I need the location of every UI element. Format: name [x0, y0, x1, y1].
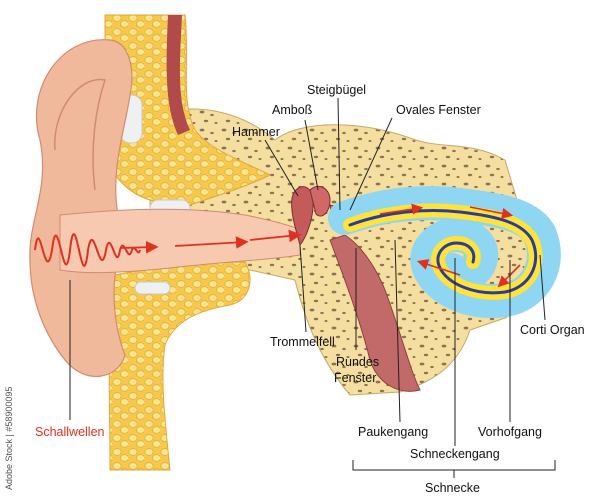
side-id-text: Adobe Stock | #58900095 — [4, 387, 14, 490]
leader-paukengang — [394, 239, 401, 423]
sound-arrow-2 — [174, 236, 249, 249]
leader-ovales-fenster — [349, 117, 393, 211]
label-schnecke: Schnecke — [425, 481, 480, 495]
label-ovales-fenster: Ovales Fenster — [396, 103, 481, 117]
cochlea-arrow-2 — [469, 206, 514, 219]
schnecke-bracket — [352, 460, 556, 471]
fat-lower — [108, 261, 251, 471]
auricle-fold — [54, 78, 106, 191]
label-vorhofgang: Vorhofgang — [478, 425, 542, 439]
cochlea-arrow-1 — [379, 203, 424, 215]
label-corti-organ: Corti Organ — [520, 323, 585, 337]
label-trommelfell: Trommelfell — [270, 335, 335, 349]
label-rundes: Rundes — [336, 355, 379, 369]
sound-arrow-3 — [249, 229, 302, 243]
auricle — [29, 39, 133, 377]
label-schneckengang: Schneckengang — [410, 447, 500, 461]
vessel — [166, 15, 190, 135]
label-steigbuegel: Steigbügel — [307, 83, 366, 97]
leader-trommelfell — [299, 244, 307, 333]
leader-ambos — [304, 119, 319, 191]
bone-blob-3 — [134, 281, 171, 295]
cochlea-blue — [348, 209, 538, 295]
label-schallwellen: Schallwellen — [35, 425, 105, 439]
leader-corti — [539, 254, 546, 321]
leader-steigbuegel — [337, 97, 341, 211]
ear-canal — [59, 208, 301, 274]
label-fenster: Fenster — [334, 371, 376, 385]
ambos-bone — [309, 185, 331, 217]
label-paukengang: Paukengang — [358, 425, 428, 439]
label-ambos: Amboß — [272, 103, 313, 117]
label-hammer: Hammer — [232, 125, 280, 139]
sound-arrow-1 — [119, 240, 159, 254]
leader-hammer — [264, 139, 299, 197]
cochlea-arrow-4 — [416, 259, 461, 276]
